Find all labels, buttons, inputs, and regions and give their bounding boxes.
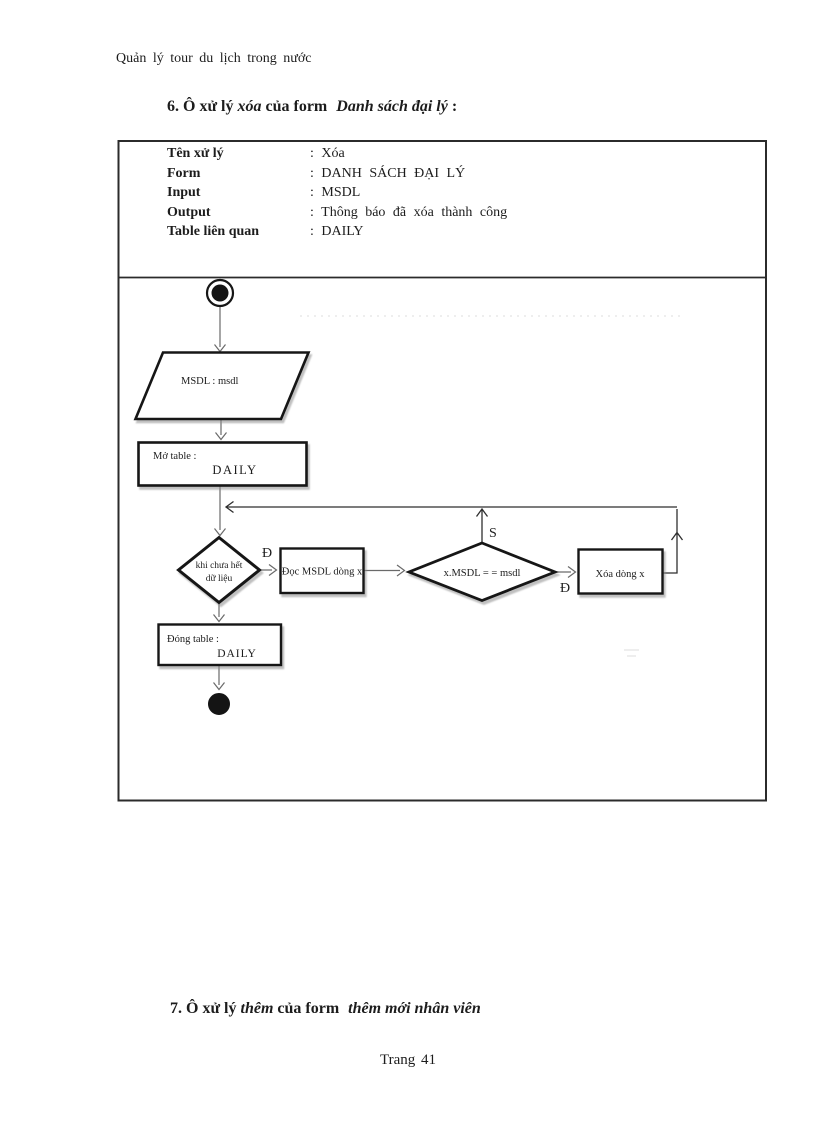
info-value: : DAILY — [310, 224, 364, 240]
info-label: Tên xử lý — [167, 146, 224, 161]
info-label: Input — [167, 185, 201, 201]
branch-yes-label-2: Đ — [560, 581, 570, 596]
page-footer: Trang 41 — [379, 1052, 437, 1068]
info-label: Form — [167, 165, 201, 181]
heading7-keyword: thêm — [240, 1000, 274, 1017]
close-table-box — [157, 623, 283, 667]
loop-branch-no-line — [475, 507, 489, 543]
delete-row-label: Xóa dòng x — [596, 569, 646, 580]
match-decision-label: x.MSDL = = msdl — [444, 568, 521, 579]
heading6-post: : — [447, 98, 458, 115]
heading6-keyword: xóa — [237, 98, 262, 115]
flow-arrow-open-to-decision — [214, 486, 226, 537]
loop-after-delete-line — [662, 509, 684, 574]
match-decision-diamond — [405, 541, 559, 603]
flow-arrow-decision-to-close — [213, 603, 225, 623]
table-frame — [117, 140, 767, 802]
branch-no-label: S — [489, 526, 497, 541]
section-6-heading: 6. Ô xử lý xóa của form Danh sách đại lý… — [167, 98, 457, 116]
info-label: Table liên quan — [167, 224, 260, 240]
scan-noise-mark — [624, 649, 639, 657]
heading6-form-name: Danh sách đại lý — [336, 98, 448, 115]
process-info-table: Tên xử lý : Xóa Form : DANH SÁCH ĐẠI LÝ … — [167, 144, 727, 242]
flow-arrow-input-to-open — [215, 419, 227, 441]
open-table-label: Mở table : — [153, 451, 197, 462]
loop-decision-label-line1: khi chưa hết — [196, 560, 243, 571]
input-parallelogram — [133, 351, 311, 421]
flow-arrow-decision-to-read — [259, 564, 278, 576]
input-parallelogram-label: MSDL : msdl — [181, 376, 238, 387]
page-header: Quản lý tour du lịch trong nước — [116, 51, 312, 66]
flow-arrow-read-to-match — [363, 564, 406, 577]
loop-decision-diamond — [176, 535, 262, 605]
open-table-box — [137, 441, 308, 487]
read-row-label: Đọc MSDL dòng x — [282, 567, 363, 578]
info-row-form: Form : DANH SÁCH ĐẠI LÝ — [167, 164, 727, 184]
flow-arrow-close-to-end — [213, 665, 225, 691]
delete-row-box — [577, 548, 664, 595]
branch-yes-label-1: Đ — [262, 546, 272, 561]
info-value: : Xóa — [310, 146, 345, 161]
heading7-form-name: thêm mới nhân viên — [348, 1000, 481, 1017]
end-node — [208, 693, 230, 715]
info-row-input: Input : MSDL — [167, 183, 727, 203]
heading6-pre: 6. Ô xử lý — [167, 98, 238, 115]
read-row-box — [279, 547, 365, 595]
close-table-label: Đóng table : — [167, 634, 219, 645]
info-value: : Thông báo đã xóa thành công — [310, 204, 508, 220]
loop-decision-label-line2: dữ liệu — [206, 574, 233, 584]
heading7-mid: của form — [273, 1000, 344, 1017]
info-value: : MSDL — [310, 185, 361, 201]
info-value: : DANH SÁCH ĐẠI LÝ — [310, 165, 466, 181]
info-label: Output — [167, 204, 211, 220]
info-row-ten-xu-ly: Tên xử lý : Xóa — [167, 144, 727, 164]
open-table-name: DAILY — [212, 463, 257, 477]
start-node — [211, 284, 229, 302]
flow-arrow-start-to-input — [214, 307, 226, 353]
info-row-output: Output : Thông báo đã xóa thành công — [167, 203, 727, 223]
heading6-mid: của form — [261, 98, 332, 115]
info-row-table-lien-quan: Table liên quan : DAILY — [167, 222, 727, 242]
loop-back-line — [224, 500, 677, 514]
section-7-heading: 7. Ô xử lý thêm của form thêm mới nhân v… — [170, 1000, 481, 1018]
heading7-pre: 7. Ô xử lý — [170, 1000, 241, 1017]
close-table-name: DAILY — [217, 648, 257, 660]
